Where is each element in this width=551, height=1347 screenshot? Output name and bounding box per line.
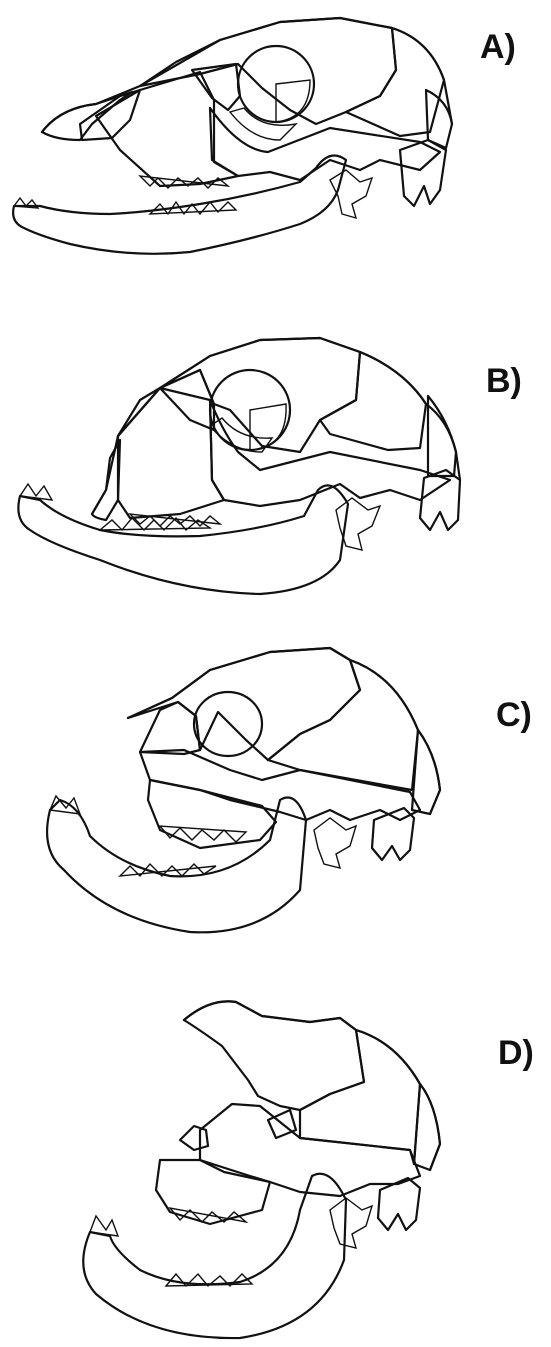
panel-c-upper-teeth xyxy=(160,826,246,842)
panel-d-mandible xyxy=(83,1174,346,1338)
panel-d-ear-process xyxy=(330,1198,372,1248)
panel-b-mandible xyxy=(18,485,348,594)
panel-d-incisors xyxy=(90,1216,118,1236)
panel-d-lacrimal xyxy=(180,1126,208,1150)
panel-d-parietal xyxy=(300,1030,420,1164)
panel-b-skull-outline xyxy=(92,338,460,514)
panel-c-ear-process xyxy=(314,818,356,868)
panel-d xyxy=(83,1001,440,1338)
panel-c-frontal xyxy=(128,648,360,760)
panel-c-orbit xyxy=(194,692,262,756)
panel-c-mandible xyxy=(47,798,306,933)
panel-d-label: D) xyxy=(498,1034,534,1072)
panel-a-frontal xyxy=(140,18,396,124)
panel-c-parietal xyxy=(268,660,418,790)
panel-b-upper-teeth xyxy=(130,514,220,526)
panel-d-maxilla xyxy=(156,1160,270,1224)
panel-a-orbit-fill xyxy=(276,80,310,122)
panel-d-mastoid xyxy=(378,1178,420,1230)
panel-b xyxy=(18,338,460,594)
panel-a-mastoid xyxy=(400,140,446,206)
panel-b-parietal xyxy=(320,352,426,450)
panel-a-lower-teeth xyxy=(150,202,236,214)
panel-d-skull-outline xyxy=(184,1001,440,1170)
panel-b-maxilla xyxy=(118,388,224,518)
panel-a-upper-teeth xyxy=(140,176,228,188)
panel-a-parietal xyxy=(346,28,444,136)
panel-a-maxilla xyxy=(96,72,238,186)
panel-b-zygomatic xyxy=(210,400,450,506)
panel-b-mastoid xyxy=(420,470,460,530)
panel-a-ear-process xyxy=(330,170,372,218)
panel-a-label: A) xyxy=(480,28,516,66)
panel-a xyxy=(13,18,452,254)
panel-a-lacrimal-lower xyxy=(230,108,296,140)
panel-b-label: B) xyxy=(486,362,522,400)
panel-a-mandible xyxy=(13,156,346,254)
panel-c-lacrimal xyxy=(140,702,200,754)
panel-c xyxy=(47,648,440,932)
panel-a-zygomatic xyxy=(210,108,440,180)
panel-c-label: C) xyxy=(496,696,532,734)
